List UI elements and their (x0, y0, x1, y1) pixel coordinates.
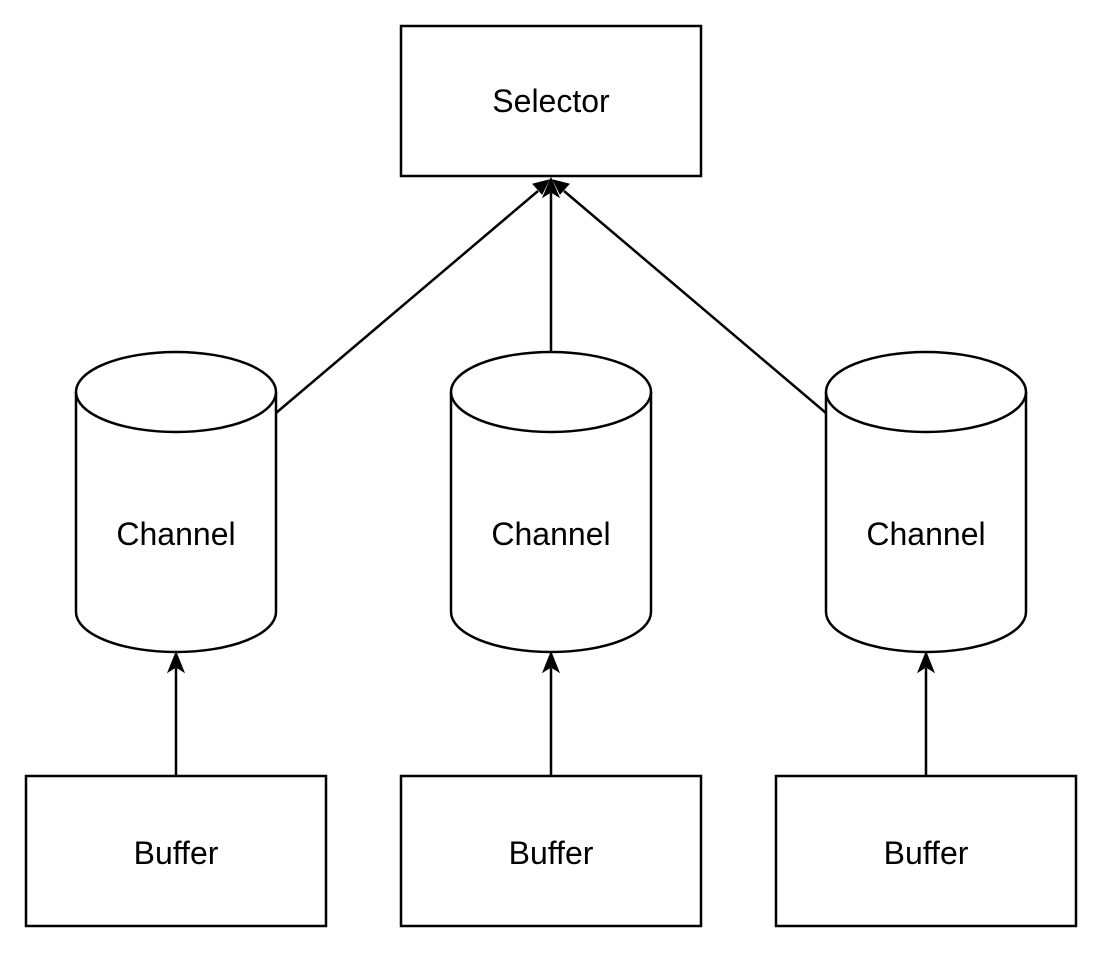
buffer-label: Buffer (509, 835, 594, 871)
selector-label: Selector (492, 83, 610, 119)
channel-cylinder-top (449, 350, 653, 434)
edge-channel-3-to-selector (563, 190, 827, 414)
edges (166, 176, 936, 775)
buffer-node-3: Buffer (774, 774, 1078, 928)
arrowhead-selector-left (532, 179, 550, 195)
channel-node-3: Channel (824, 350, 1028, 654)
channel-label: Channel (491, 516, 610, 552)
channel-node-1: Channel (74, 350, 278, 654)
channel-cylinder-top (824, 350, 1028, 434)
channel-node-2: Channel (449, 350, 653, 654)
buffer-node-1: Buffer (24, 774, 328, 928)
buffer-box (399, 774, 703, 928)
arrowhead-selector-center (541, 176, 561, 199)
buffer-box (24, 774, 328, 928)
channel-cylinder-body (449, 392, 653, 654)
channel-cylinder-top (74, 350, 278, 434)
buffer-box (774, 774, 1078, 928)
arrowhead-channel-3 (916, 650, 936, 674)
buffer-label: Buffer (884, 835, 969, 871)
edge-channel-1-to-selector (275, 190, 539, 414)
arrowhead-channel-2 (541, 650, 561, 674)
buffer-node-2: Buffer (399, 774, 703, 928)
buffer-label: Buffer (134, 835, 219, 871)
channel-cylinder-body (74, 392, 278, 654)
arrowhead-channel-1 (166, 650, 186, 674)
channel-label: Channel (116, 516, 235, 552)
channel-cylinder-body (824, 392, 1028, 654)
selector-node: Selector (399, 24, 703, 178)
arrowhead-selector-right (552, 179, 570, 195)
channel-label: Channel (866, 516, 985, 552)
selector-box (399, 24, 703, 178)
